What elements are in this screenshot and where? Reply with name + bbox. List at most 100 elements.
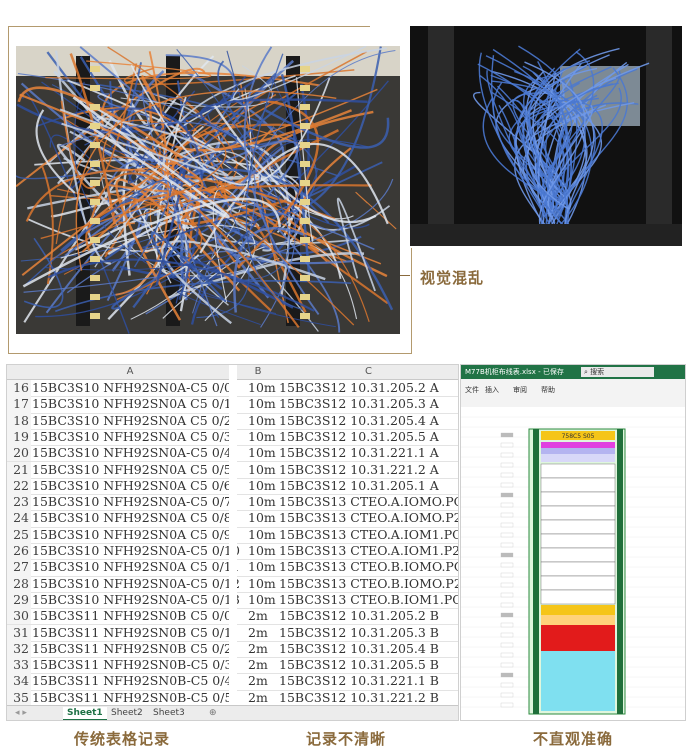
cell-c[interactable]: 15BC3S12 10.31.205.4 A bbox=[279, 412, 439, 428]
cell-b[interactable]: 10m bbox=[248, 559, 276, 575]
row-number[interactable]: 30 bbox=[7, 608, 31, 625]
cell-a[interactable]: 15BC3S10 NFH92SN0A-C5 0/12 bbox=[32, 575, 240, 591]
row-number[interactable]: 35 bbox=[7, 689, 31, 706]
cell-a[interactable]: 15BC3S10 NFH92SN0A-C5 0/4 bbox=[32, 445, 233, 461]
cell-c[interactable]: 15BC3S12 10.31.221.2 B bbox=[279, 689, 439, 705]
row-number[interactable]: 18 bbox=[7, 412, 31, 429]
cell-b[interactable]: 10m bbox=[248, 445, 276, 461]
row-number[interactable]: 33 bbox=[7, 657, 31, 674]
cell-b[interactable]: 10m bbox=[248, 380, 276, 395]
cell-b[interactable]: 10m bbox=[248, 543, 276, 558]
cell-a[interactable]: 15BC3S10 NFH92SN0A C5 0/3 bbox=[32, 428, 232, 444]
cell-c[interactable]: 15BC3S13 CTEO.A.IOM1.P2 bbox=[279, 543, 459, 558]
cell-a[interactable]: 15BC3S11 NFH92SN0B-C5 0/3 bbox=[32, 657, 233, 673]
cell-b[interactable]: 10m bbox=[248, 575, 276, 591]
menu-help[interactable]: 帮助 bbox=[541, 386, 555, 394]
cell-c[interactable]: 15BC3S13 CTEO.A.IOMO.PO bbox=[279, 494, 459, 510]
tab-sheet2[interactable]: Sheet2 bbox=[111, 708, 143, 718]
row-number[interactable]: 24 bbox=[7, 510, 31, 527]
cell-b[interactable]: 10m bbox=[248, 510, 276, 526]
row-number[interactable]: 16 bbox=[7, 380, 31, 397]
cell-c[interactable]: 15BC3S12 10.31.205.1 A bbox=[279, 477, 439, 493]
menu-review[interactable]: 审阅 bbox=[513, 386, 527, 394]
row-number[interactable]: 19 bbox=[7, 428, 31, 446]
cell-a[interactable]: 15BC3S10 NFH92SN0A-C5 0/7 bbox=[32, 494, 233, 510]
tab-sheet3[interactable]: Sheet3 bbox=[153, 708, 185, 718]
column-header-c[interactable]: C bbox=[279, 365, 458, 380]
column-header-a[interactable]: A bbox=[31, 365, 229, 380]
cell-b[interactable]: 10m bbox=[248, 477, 276, 493]
cell-a[interactable]: 15BC3S11 NFH92SN0B C5 0/1 bbox=[32, 624, 232, 640]
row-number[interactable]: 28 bbox=[7, 575, 31, 592]
cell-b[interactable]: 2m bbox=[248, 689, 268, 705]
row-number[interactable]: 25 bbox=[7, 526, 31, 543]
cell-b[interactable]: 2m bbox=[248, 657, 268, 673]
row-number[interactable]: 23 bbox=[7, 494, 31, 511]
cell-a[interactable]: 15BC3S10 NFH92SN0A C5 0/8 bbox=[32, 510, 232, 526]
cell-c[interactable]: 15BC3S12 10.31.205.4 B bbox=[279, 640, 439, 656]
cell-b[interactable]: 2m bbox=[248, 640, 268, 656]
cell-a[interactable]: 15BC3S10 NFH92SN0A C5 0/2 bbox=[32, 412, 232, 428]
cell-b[interactable]: 10m bbox=[248, 526, 276, 542]
row-number[interactable]: 26 bbox=[7, 543, 31, 560]
add-sheet-icon[interactable]: ⊕ bbox=[209, 708, 217, 718]
cell-a[interactable]: 15BC3S11 NFH92SN0B-C5 0/4 bbox=[32, 673, 233, 689]
menu-insert[interactable]: 插入 bbox=[485, 386, 499, 394]
cell-a[interactable]: 15BC3S11 NFH92SN0B C5 0/2 bbox=[32, 640, 232, 656]
cell-c[interactable]: 15BC3S12 10.31.221.1 B bbox=[279, 673, 439, 689]
cell-c[interactable]: 15BC3S13 CTEO.B.IOM1.PO bbox=[279, 591, 459, 607]
cell-c[interactable]: 15BC3S13 CTEO.A.IOM1.PO bbox=[279, 526, 459, 542]
cell-c[interactable]: 15BC3S12 10.31.221.1 A bbox=[279, 445, 439, 461]
cell-a[interactable]: 15BC3S10 NFH92SN0A C5 0/5 bbox=[32, 461, 232, 477]
cell-a[interactable]: 15BC3S10 NFH92SN0A-C5 0/10 bbox=[32, 543, 240, 558]
cell-b[interactable]: 2m bbox=[248, 608, 268, 624]
cell-a[interactable]: 15BC3S11 NFH92SN0B C5 0/0 bbox=[32, 608, 232, 624]
cell-a[interactable]: 15BC3S10 NFH92SN0A C5 0/1 bbox=[32, 396, 232, 412]
cell-b[interactable]: 10m bbox=[248, 428, 276, 444]
cell-a[interactable]: 15BC3S11 NFH92SN0B-C5 0/5 bbox=[32, 689, 233, 705]
search-box[interactable]: ⌕ 搜索 bbox=[581, 367, 654, 377]
cell-b[interactable]: 10m bbox=[248, 461, 276, 477]
tab-nav-arrows[interactable]: ◂ ▸ bbox=[15, 708, 27, 718]
cell-a[interactable]: 15BC3S10 NFH92SN0A-C5 0/0 bbox=[32, 380, 233, 395]
tab-sheet1[interactable]: Sheet1 bbox=[63, 707, 107, 720]
row-number[interactable]: 17 bbox=[7, 396, 31, 413]
cell-b[interactable]: 10m bbox=[248, 494, 276, 510]
row-number[interactable]: 22 bbox=[7, 477, 31, 495]
cell-c[interactable]: 15BC3S13 CTEO.B.IOMO.P2 bbox=[279, 575, 459, 591]
cell-c[interactable]: 15BC3S12 10.31.205.5 B bbox=[279, 657, 439, 673]
row-number[interactable]: 29 bbox=[7, 591, 31, 609]
frame-line-bottom bbox=[8, 353, 412, 354]
frame-line-left bbox=[8, 26, 9, 354]
row-number[interactable]: 31 bbox=[7, 624, 31, 641]
cell-c[interactable]: 15BC3S12 10.31.205.5 A bbox=[279, 428, 439, 444]
column-header-b[interactable]: B bbox=[237, 365, 279, 380]
cell-c[interactable]: 15BC3S12 10.31.205.3 A bbox=[279, 396, 439, 412]
cell-b[interactable]: 2m bbox=[248, 624, 268, 640]
cell-c[interactable]: 15BC3S12 10.31.221.2 A bbox=[279, 461, 439, 477]
cell-c[interactable]: 15BC3S12 10.31.205.2 B bbox=[279, 608, 439, 624]
cell-a[interactable]: 15BC3S10 NFH92SN0A-C5 0/13 bbox=[32, 591, 240, 607]
row-number[interactable]: 21 bbox=[7, 461, 31, 478]
cell-a[interactable]: 15BC3S10 NFH92SN0A C5 0/11 bbox=[32, 559, 240, 575]
cell-a[interactable]: 15BC3S10 NFH92SN0A C5 0/6 bbox=[32, 477, 232, 493]
cell-c[interactable]: 15BC3S13 CTEO.A.IOMO.P2 bbox=[279, 510, 459, 526]
cell-c[interactable]: 15BC3S13 CTEO.B.IOMO.PO bbox=[279, 559, 459, 575]
menu-file[interactable]: 文件 bbox=[465, 386, 479, 394]
row-number[interactable]: 20 bbox=[7, 445, 31, 462]
cell-c[interactable]: 15BC3S12 10.31.205.2 A bbox=[279, 380, 439, 395]
search-label: 搜索 bbox=[590, 368, 605, 376]
cell-b[interactable]: 2m bbox=[248, 673, 268, 689]
row-number[interactable]: 27 bbox=[7, 559, 31, 576]
cell-b[interactable]: 10m bbox=[248, 591, 276, 607]
cell-a[interactable]: 15BC3S10 NFH92SN0A C5 0/9 bbox=[32, 526, 232, 542]
cell-b[interactable]: 10m bbox=[248, 412, 276, 428]
row-number[interactable]: 34 bbox=[7, 673, 31, 690]
row-number[interactable]: 32 bbox=[7, 640, 31, 658]
cell-b[interactable]: 10m bbox=[248, 396, 276, 412]
cell-c[interactable]: 15BC3S12 10.31.205.3 B bbox=[279, 624, 439, 640]
